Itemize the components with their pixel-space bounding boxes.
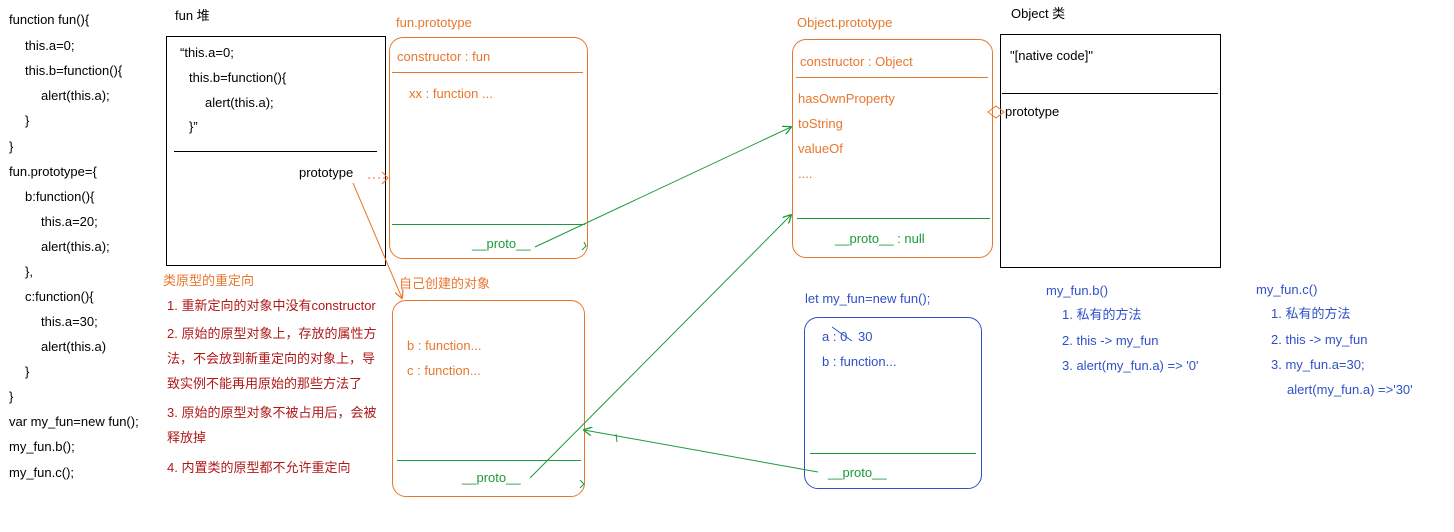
instance-box [804, 317, 982, 489]
fun-heap-title: fun 堆 [175, 8, 210, 23]
object-prototype-member: .... [798, 166, 813, 181]
fun-heap-prototype-label: prototype [299, 165, 354, 180]
custom-object-member: b : function... [407, 338, 482, 353]
instance-title: let my_fun=new fun(); [805, 291, 931, 306]
redirect-note: 2. 原始的原型对象上，存放的属性方 [167, 326, 377, 341]
object-prototype-proto-divider [797, 218, 990, 219]
instance-proto-arrow [584, 430, 819, 473]
custom-object-title: 自己创建的对象 [399, 276, 491, 291]
fun-heap-line: this.b=function(){ [189, 70, 287, 85]
object-class-prototype-label: prototype [1005, 104, 1060, 119]
redirect-note: 4. 内置类的原型都不允许重定向 [167, 460, 351, 475]
custom-object-box [392, 300, 585, 497]
fun-prototype-proto-arrow [534, 127, 791, 248]
code-line: my_fun.c(); [9, 465, 75, 480]
fun-prototype-title: fun.prototype [396, 15, 472, 30]
code-line: } [25, 113, 30, 128]
code-line: b:function(){ [25, 189, 95, 204]
fun-prototype-constructor: constructor : fun [397, 49, 491, 64]
object-class-native: "[native code]" [1010, 48, 1093, 63]
call-b-step: 3. alert(my_fun.a) => '0' [1062, 358, 1199, 373]
object-prototype-divider [796, 77, 988, 78]
fun-prototype-proto-divider [392, 224, 585, 225]
custom-object-proto: __proto__ [462, 470, 521, 485]
fun-heap-divider [174, 151, 377, 152]
instance-a-new-value: 30 [858, 329, 873, 344]
call-c-title: my_fun.c() [1256, 282, 1318, 297]
call-c-step: 1. 私有的方法 [1271, 306, 1351, 321]
call-b-title: my_fun.b() [1046, 283, 1109, 298]
fun-prototype-box [389, 37, 588, 259]
call-c-step: alert(my_fun.a) =>'30' [1287, 382, 1413, 397]
prototype-old-link-head [381, 171, 389, 185]
object-class-divider [1002, 93, 1218, 94]
code-line: this.a=30; [41, 314, 98, 329]
custom-object-proto-tick [579, 479, 585, 489]
code-line: this.a=0; [25, 38, 75, 53]
redirect-note: 致实例不能再用原始的那些方法了 [167, 376, 363, 391]
code-line: this.b=function(){ [25, 63, 123, 78]
custom-object-proto-arrow [529, 215, 791, 479]
code-line: } [25, 364, 30, 379]
fun-prototype-proto: __proto__ [472, 236, 531, 251]
call-b-step: 2. this -> my_fun [1062, 333, 1159, 348]
call-c-step: 3. my_fun.a=30; [1271, 357, 1365, 372]
code-line: } [9, 389, 14, 404]
redirect-notes-title: 类原型的重定向 [163, 273, 255, 288]
call-b-step: 1. 私有的方法 [1062, 307, 1142, 322]
object-prototype-member: valueOf [798, 141, 843, 156]
fun-prototype-proto-tick [581, 241, 587, 251]
fun-heap-line: alert(this.a); [205, 95, 274, 110]
object-class-title: Object 类 [1011, 6, 1066, 21]
code-line: my_fun.b(); [9, 439, 75, 454]
object-prototype-box [792, 39, 993, 258]
redirect-note: 1. 重新定向的对象中没有constructor [167, 298, 376, 313]
redirect-note: 法，不会放到新重定向的对象上，导 [167, 351, 376, 366]
fun-prototype-member: xx : function ... [409, 86, 493, 101]
prototype-redirect-arrow [352, 182, 402, 298]
instance-proto: __proto__ [828, 465, 887, 480]
code-line: function fun(){ [9, 12, 90, 27]
object-prototype-member: hasOwnProperty [798, 91, 895, 106]
code-line: fun.prototype={ [9, 164, 97, 179]
code-line: alert(this.a) [41, 339, 107, 354]
code-line: var my_fun=new fun(); [9, 414, 139, 429]
code-line: c:function(){ [25, 289, 94, 304]
object-class-prototype-arrow [987, 105, 1005, 119]
custom-object-member: c : function... [407, 363, 481, 378]
fun-heap-line: }” [189, 119, 198, 134]
instance-a-strike [831, 326, 853, 342]
code-line: alert(this.a); [41, 239, 110, 254]
code-line: alert(this.a); [41, 88, 110, 103]
instance-proto-divider [810, 453, 976, 454]
redirect-note: 3. 原始的原型对象不被占用后，会被 [167, 405, 377, 420]
fun-heap-box [166, 36, 386, 266]
object-prototype-member: toString [798, 116, 843, 131]
redirect-note: 释放掉 [167, 430, 207, 445]
object-prototype-title: Object.prototype [797, 15, 893, 30]
object-class-box [1000, 34, 1221, 268]
custom-object-proto-divider [397, 460, 581, 461]
call-c-step: 2. this -> my_fun [1271, 332, 1368, 347]
instance-b-label: b : function... [822, 354, 897, 369]
instance-proto-tick [615, 433, 618, 443]
code-line: }, [25, 264, 33, 279]
fun-heap-line: “this.a=0; [180, 45, 234, 60]
object-prototype-proto: __proto__ : null [835, 231, 925, 246]
fun-prototype-divider [392, 72, 583, 73]
code-line: this.a=20; [41, 214, 98, 229]
object-prototype-constructor: constructor : Object [800, 54, 913, 69]
code-line: } [9, 139, 14, 154]
